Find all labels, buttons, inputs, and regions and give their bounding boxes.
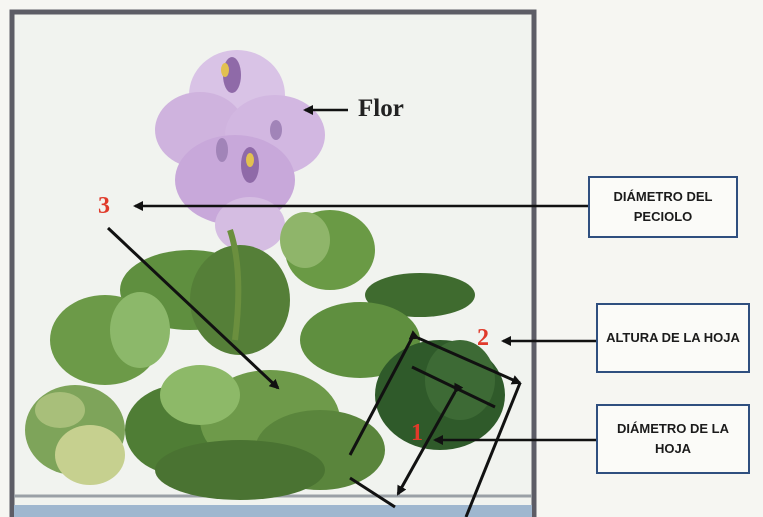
flor-label: Flor <box>358 95 404 123</box>
marker-3: 3 <box>98 193 110 220</box>
label-altura-text: ALTURA DE LA HOJA <box>606 328 740 348</box>
label-box-altura: ALTURA DE LA HOJA <box>596 303 750 373</box>
marker-2: 2 <box>477 325 489 352</box>
label-peciolo-text: DIÁMETRO DEL PECIOLO <box>596 187 730 227</box>
marker-1: 1 <box>411 420 423 447</box>
label-box-peciolo: DIÁMETRO DEL PECIOLO <box>588 176 738 238</box>
label-box-diametro: DIÁMETRO DE LA HOJA <box>596 404 750 474</box>
label-diametro-text: DIÁMETRO DE LA HOJA <box>604 419 742 459</box>
